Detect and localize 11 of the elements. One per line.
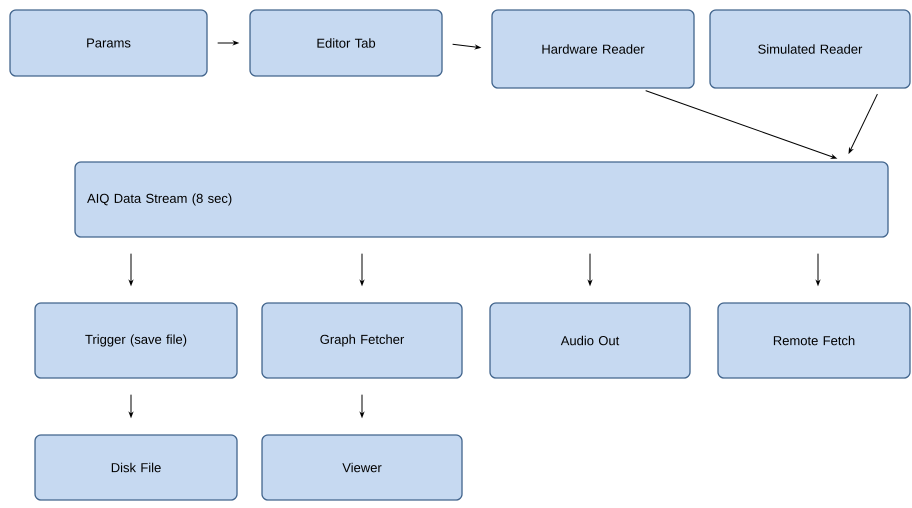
process-box: Disk File (34, 434, 238, 501)
process-box: Editor Tab (249, 9, 443, 77)
process-box: Simulated Reader (709, 9, 911, 89)
process-box: Hardware Reader (491, 9, 695, 89)
process-box: Params (9, 9, 208, 77)
process-box: Remote Fetch (717, 302, 911, 379)
process-box: Audio Out (489, 302, 691, 379)
process-box: AIQ Data Stream (8 sec) (74, 161, 889, 238)
process-box: Trigger (save file) (34, 302, 238, 379)
process-box: Graph Fetcher (261, 302, 463, 379)
process-box: Viewer (261, 434, 463, 501)
